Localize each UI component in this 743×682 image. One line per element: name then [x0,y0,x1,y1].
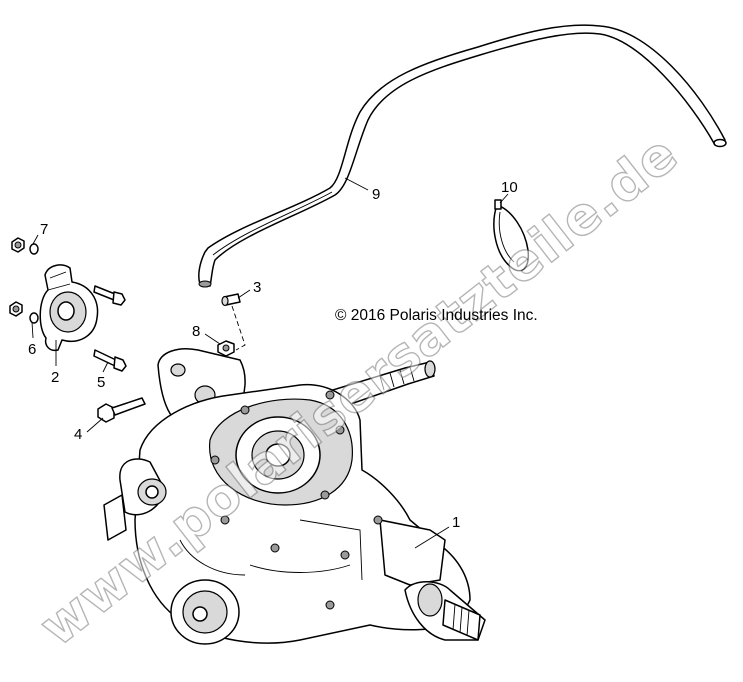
callout-8: 8 [192,323,200,340]
callout-6: 6 [28,341,36,358]
callout-3: 3 [253,279,261,296]
nut-6 [9,301,39,324]
callout-7: 7 [40,221,48,238]
bolt-5 [93,285,127,372]
callout-4: 4 [74,426,82,443]
bolt-8 [217,340,235,357]
sensor-housing [39,264,99,352]
hose-fitting [221,293,241,307]
callout-9: 9 [372,186,380,203]
gearcase [103,348,486,645]
nut-7 [11,237,39,255]
leader-lines [31,177,509,549]
copyright-notice: © 2016 Polaris Industries Inc. [335,307,538,324]
callout-10: 10 [501,179,518,196]
callout-5: 5 [97,374,105,391]
callout-1: 1 [452,514,460,531]
hose-clamp [493,199,530,272]
callout-2: 2 [51,369,59,386]
assembly-line [231,305,246,351]
vent-hose [198,24,727,288]
bolt-4 [97,397,146,423]
